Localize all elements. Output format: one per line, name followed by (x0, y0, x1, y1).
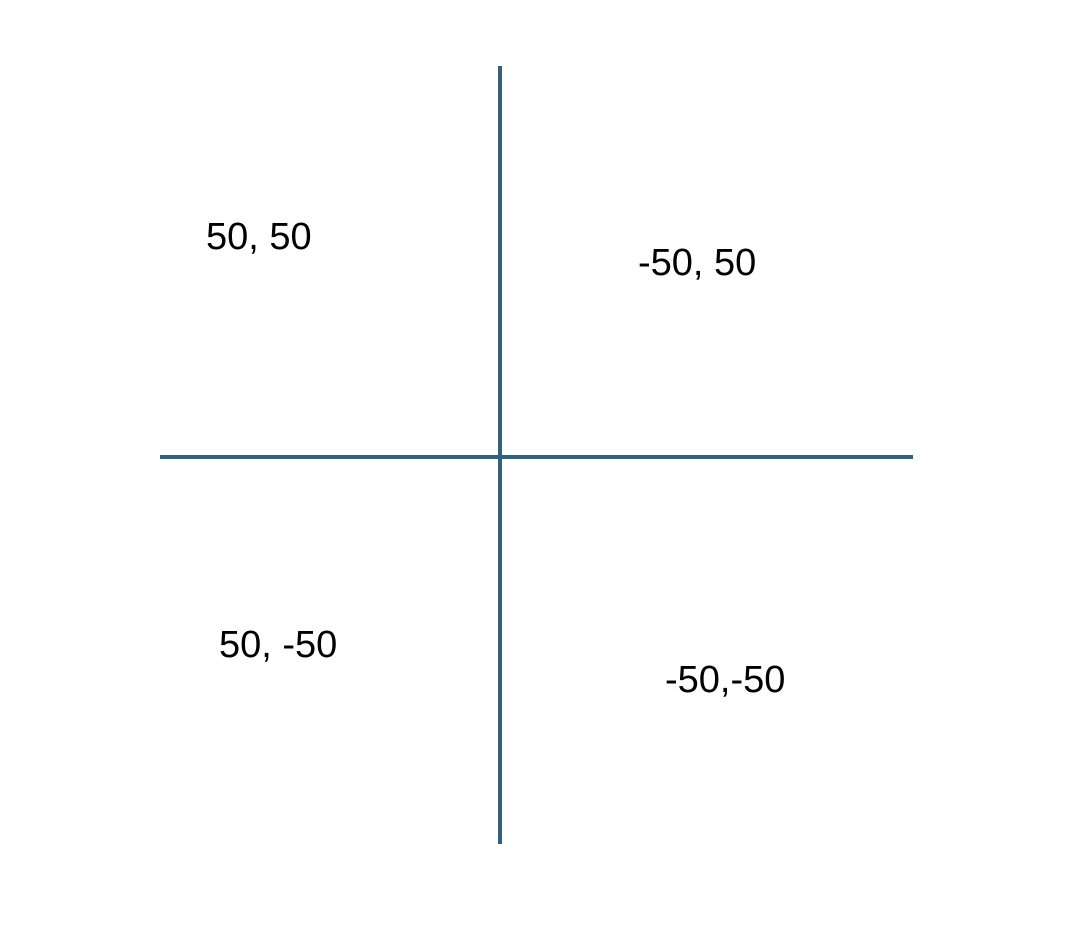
quadrant-label-top-right: -50, 50 (638, 242, 757, 284)
quadrant-label-bottom-left: 50, -50 (219, 624, 338, 666)
quadrant-label-bottom-right: -50,-50 (665, 659, 786, 701)
quadrant-label-top-left: 50, 50 (206, 216, 312, 258)
